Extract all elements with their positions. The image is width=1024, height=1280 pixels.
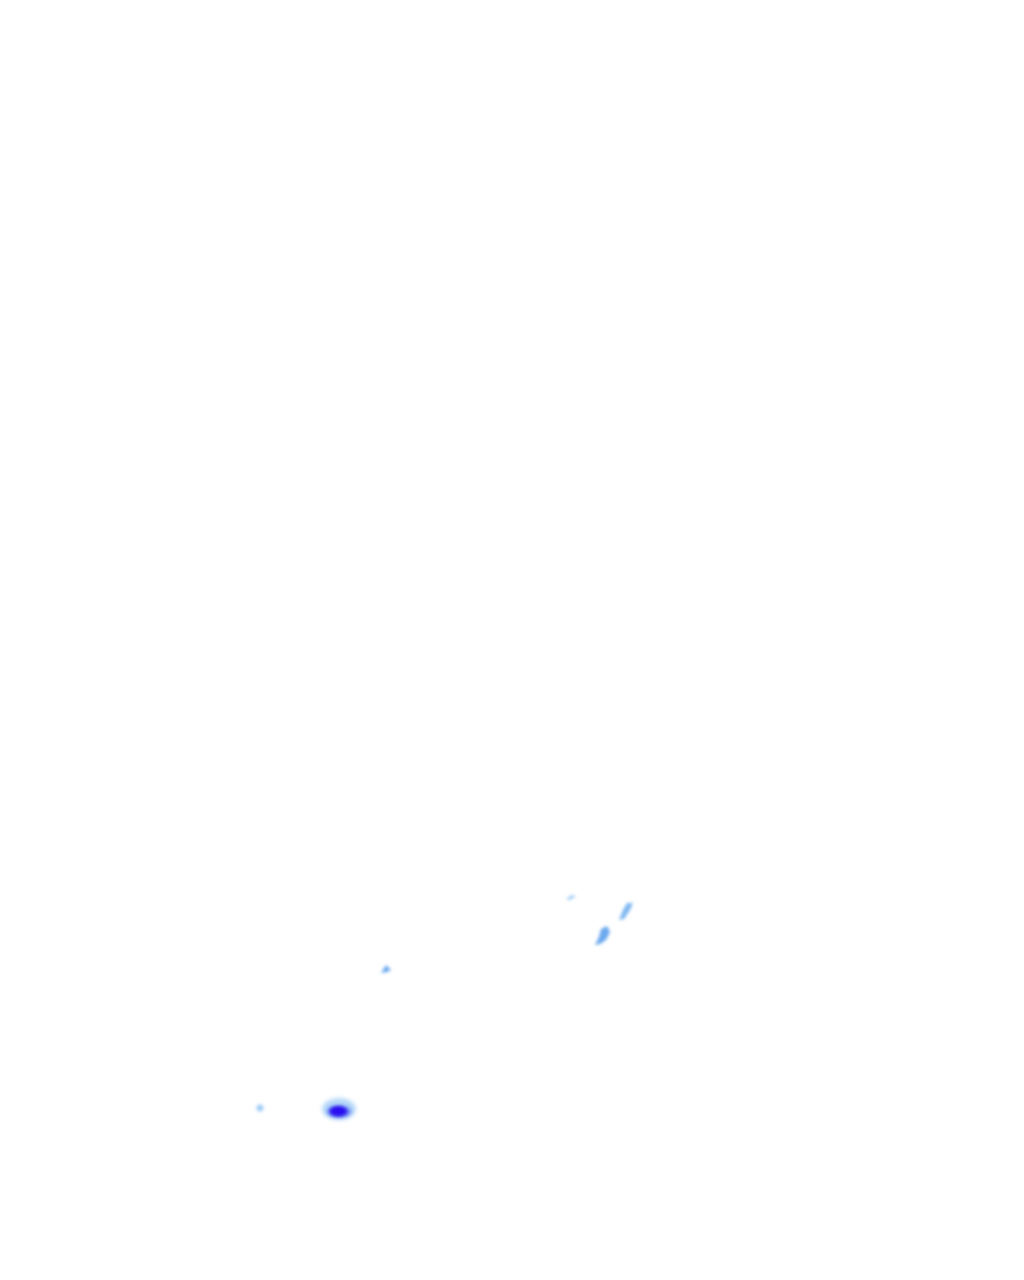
echo-cell-northeast-streak <box>619 903 633 920</box>
echo-cell-east-streak <box>595 926 610 945</box>
echo-cell-southwest-core <box>322 1098 356 1120</box>
echo-cell-north-streak <box>566 895 576 900</box>
echo-cell-southwest-dot <box>256 1104 264 1112</box>
echo-cell-central-speck <box>381 965 391 973</box>
